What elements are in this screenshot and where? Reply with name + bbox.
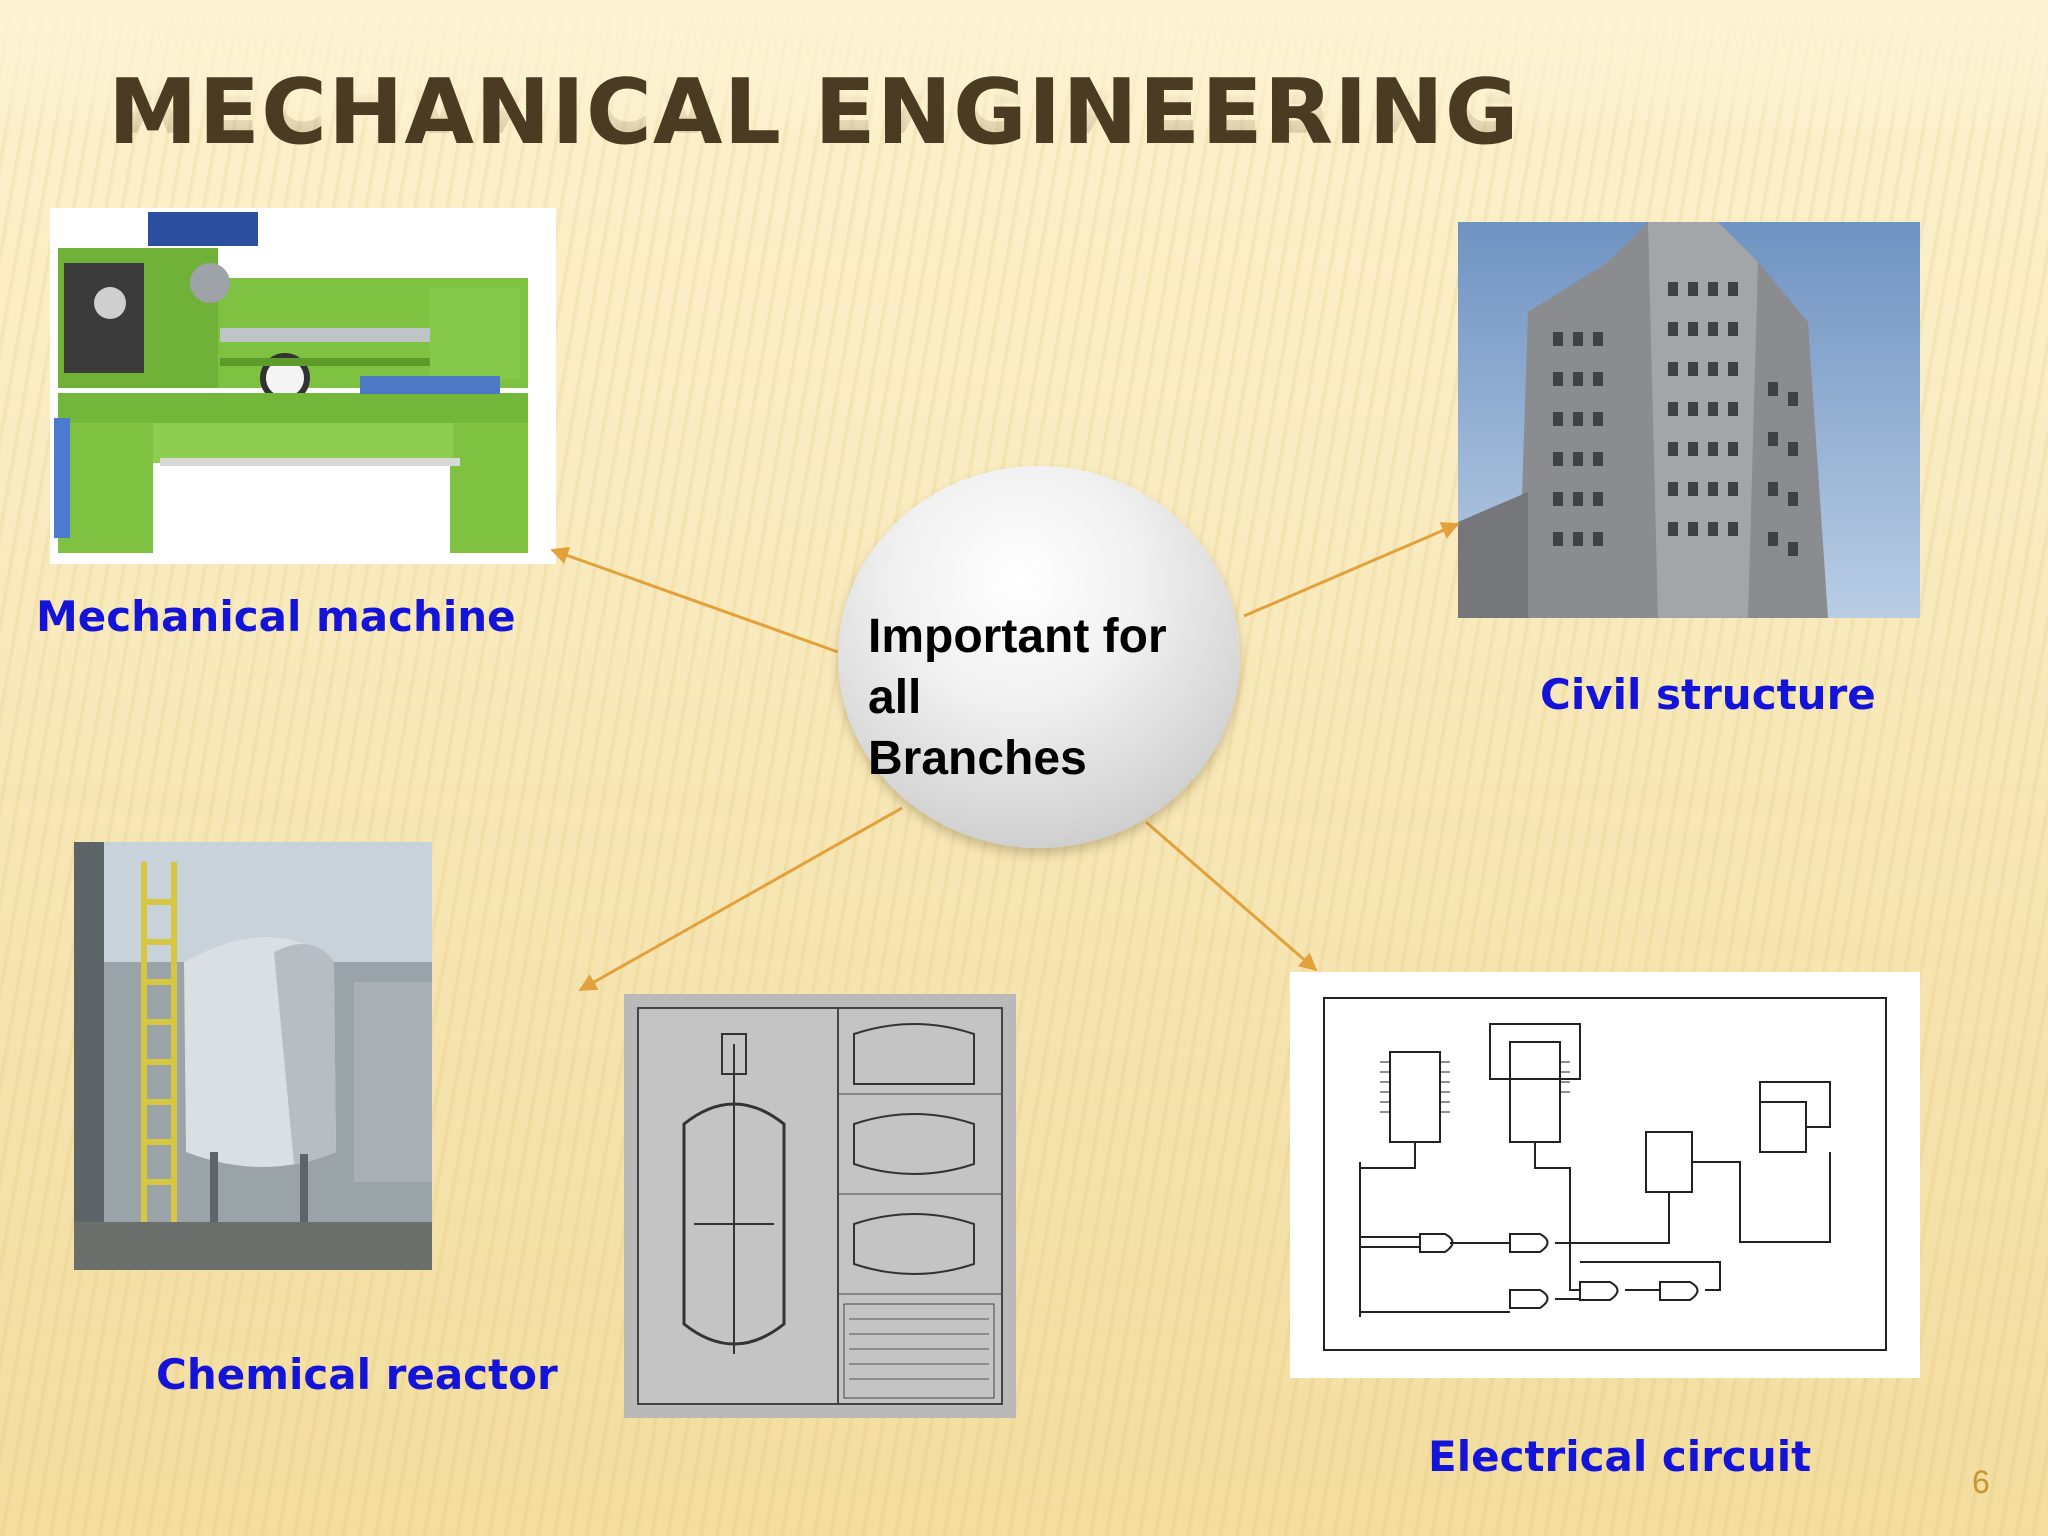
label-electrical-circuit: Electrical circuit [1428,1432,1812,1481]
lathe-machine-image [50,208,556,564]
arrow-to-electrical [1145,820,1318,972]
center-hub-text: Important for all Branches [868,606,1228,789]
center-text-line: Important for [868,610,1167,663]
label-civil-structure: Civil structure [1540,670,1876,719]
page-number: 6 [1972,1464,1990,1500]
label-mechanical-machine: Mechanical machine [36,592,516,641]
building-image [1458,222,1920,618]
arrow-to-mechanical [550,546,839,654]
center-hub-circle [838,466,1240,848]
arrow-to-chemical [578,806,903,992]
arrow-to-civil [1243,522,1460,618]
center-text-line: all [868,671,922,724]
slide-title-reflection: MECHANICAL ENGINEERING [108,45,1520,150]
center-text-line: Branches [868,732,1087,785]
electrical-circuit-image [1290,972,1920,1378]
label-chemical-reactor: Chemical reactor [156,1350,558,1399]
chemical-reactor-photo [74,842,432,1270]
reactor-drawing-image [624,994,1016,1418]
slide-title: MECHANICAL ENGINEERING [108,60,1520,165]
